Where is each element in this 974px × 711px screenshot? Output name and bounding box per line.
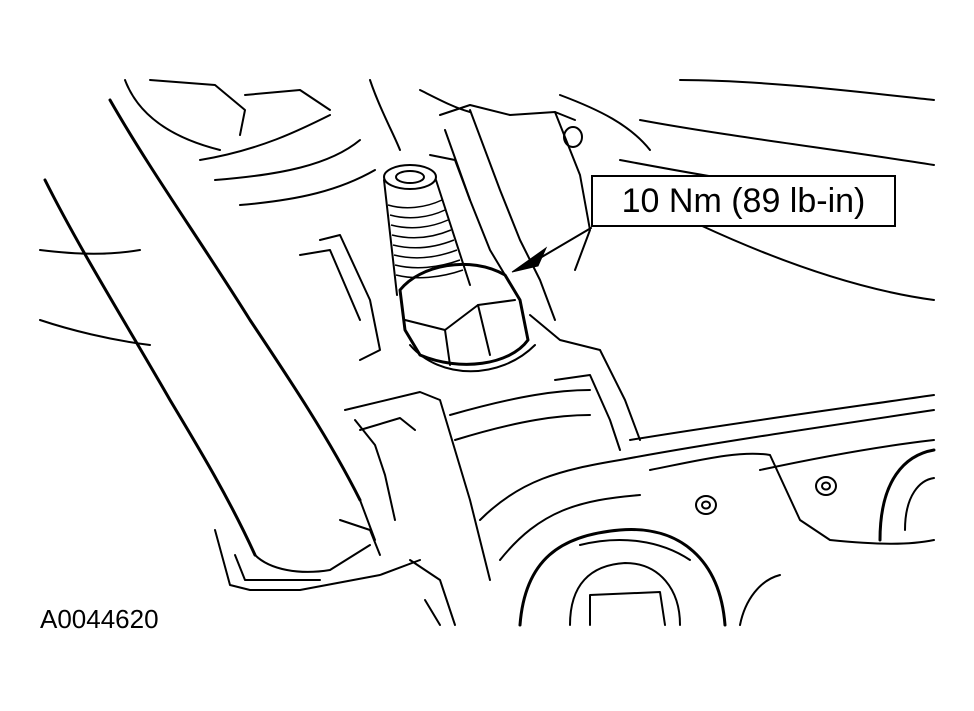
- leader-arrow: [511, 227, 592, 273]
- lower-control-arm: [479, 394, 936, 627]
- upper-left-housing: [124, 79, 471, 206]
- knuckle-boss: [429, 104, 641, 451]
- torque-callout: 10 Nm (89 lb-in): [591, 175, 896, 227]
- torque-label: 10 Nm (89 lb-in): [621, 181, 866, 220]
- hex-nut: [398, 262, 536, 373]
- housing-outline: [559, 79, 935, 301]
- mounting-bracket: [214, 234, 491, 626]
- threaded-stud: [383, 164, 471, 296]
- diagonal-strut: [39, 98, 376, 573]
- figure-id: A0044620: [40, 604, 159, 634]
